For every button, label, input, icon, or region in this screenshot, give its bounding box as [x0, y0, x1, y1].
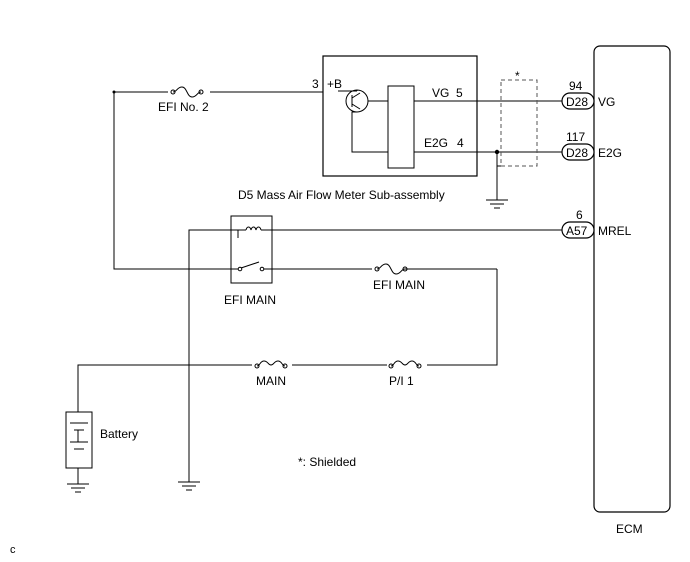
maf-sensor-label: D5 Mass Air Flow Meter Sub-assembly: [238, 188, 445, 202]
corner-mark: c: [10, 544, 16, 556]
relay-switch-icon: [237, 261, 265, 272]
shield-note: *: Shielded: [298, 455, 356, 469]
ecm-signal-mrel: MREL: [598, 224, 632, 238]
efi-main-relay-label: EFI MAIN: [224, 293, 276, 307]
battery-label: Battery: [100, 427, 138, 441]
maf-internal-circuit: [338, 85, 477, 169]
shield-marker: *: [515, 69, 520, 83]
ecm-label: ECM: [616, 522, 643, 536]
connector-a57-id: A57: [566, 224, 588, 238]
ground-icon-relay: [178, 481, 200, 491]
maf-pin-4: 4: [457, 136, 464, 150]
ecm-signal-vg: VG: [598, 95, 615, 109]
ecm-box: [593, 45, 671, 513]
maf-pin-5: 5: [456, 86, 463, 100]
ecm-pin-117: 117: [566, 130, 585, 144]
efi-main-fuse-label: EFI MAIN: [373, 278, 425, 292]
efi-main-relay-box: [230, 215, 273, 284]
pi1-fusible-link-label: P/I 1: [389, 374, 414, 388]
main-fusible-link-label: MAIN: [256, 374, 286, 388]
pi1-fusible-link-icon: [390, 360, 420, 367]
maf-term-e2g: E2G: [424, 136, 448, 150]
maf-pin-3: 3: [312, 77, 319, 91]
maf-term-b: +B: [327, 77, 342, 91]
ecm-pin-94: 94: [569, 79, 583, 93]
ecm-signal-e2g: E2G: [598, 146, 622, 160]
maf-term-vg: VG: [432, 86, 449, 100]
efi-main-fuse-icon: [376, 263, 406, 275]
main-fusible-link-icon: [256, 360, 286, 367]
relay-coil-icon: [245, 226, 262, 231]
efi-no2-fuse-icon: [172, 86, 202, 98]
connector-d28-vg: D28 94 VG: [561, 79, 615, 110]
ground-icon: [486, 199, 508, 209]
battery-icon: [65, 411, 93, 484]
connector-a57-mrel: A57 6 MREL: [561, 208, 632, 239]
connector-d28-e2g: D28 117 E2G: [561, 130, 622, 161]
sensing-element: [387, 85, 415, 169]
connector-d28-e2g-id: D28: [566, 146, 588, 160]
ecm-pin-6: 6: [576, 208, 583, 222]
efi-no2-fuse-label: EFI No. 2: [158, 100, 209, 114]
shield-outline: [500, 79, 538, 167]
connector-d28-vg-id: D28: [566, 95, 588, 109]
ground-icon-battery: [67, 483, 89, 493]
